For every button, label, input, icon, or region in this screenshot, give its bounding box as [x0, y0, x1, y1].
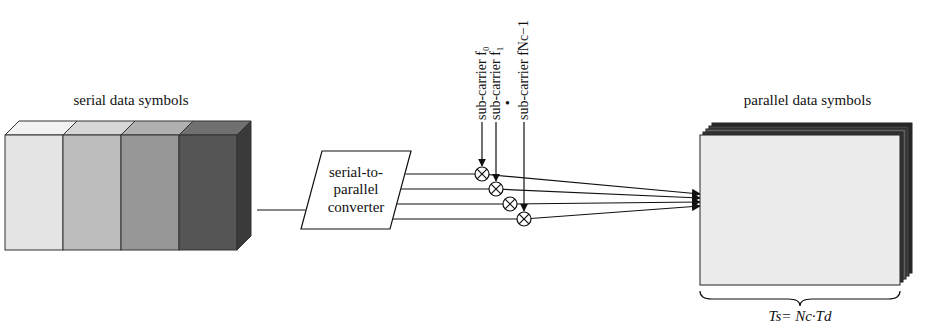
parallel-symbol-blocks	[700, 123, 912, 285]
node-text: serial-to-parallel converter	[324, 164, 388, 216]
subcarrier-arrows	[482, 122, 524, 211]
converter-parallelogram: serial-to-parallel converter	[300, 150, 412, 230]
subcarrier-label: sub-carrier f₁	[488, 46, 504, 120]
subcarrier-label: sub-carrier f₀	[474, 46, 490, 120]
connector-line	[401, 189, 700, 198]
connector-line	[257, 209, 306, 210]
duration-formula: Ts= Nc·Td	[769, 308, 832, 324]
node-text: parallel data symbols	[704, 92, 911, 109]
node-text: serial data symbols	[9, 92, 253, 109]
multipliers	[475, 167, 531, 226]
parallelogram-shape	[301, 151, 411, 229]
ellipsis-dot: •	[505, 96, 510, 112]
connector-line	[397, 202, 700, 204]
serial-symbol-cubes	[5, 121, 251, 250]
symbol-group: parallel data symbols	[700, 92, 915, 285]
connector-line	[393, 206, 700, 219]
symbol-group: serial data symbols	[5, 92, 257, 257]
subcarrier-label: sub-carrier fNc−1	[516, 20, 532, 120]
duration-brace	[700, 291, 900, 306]
